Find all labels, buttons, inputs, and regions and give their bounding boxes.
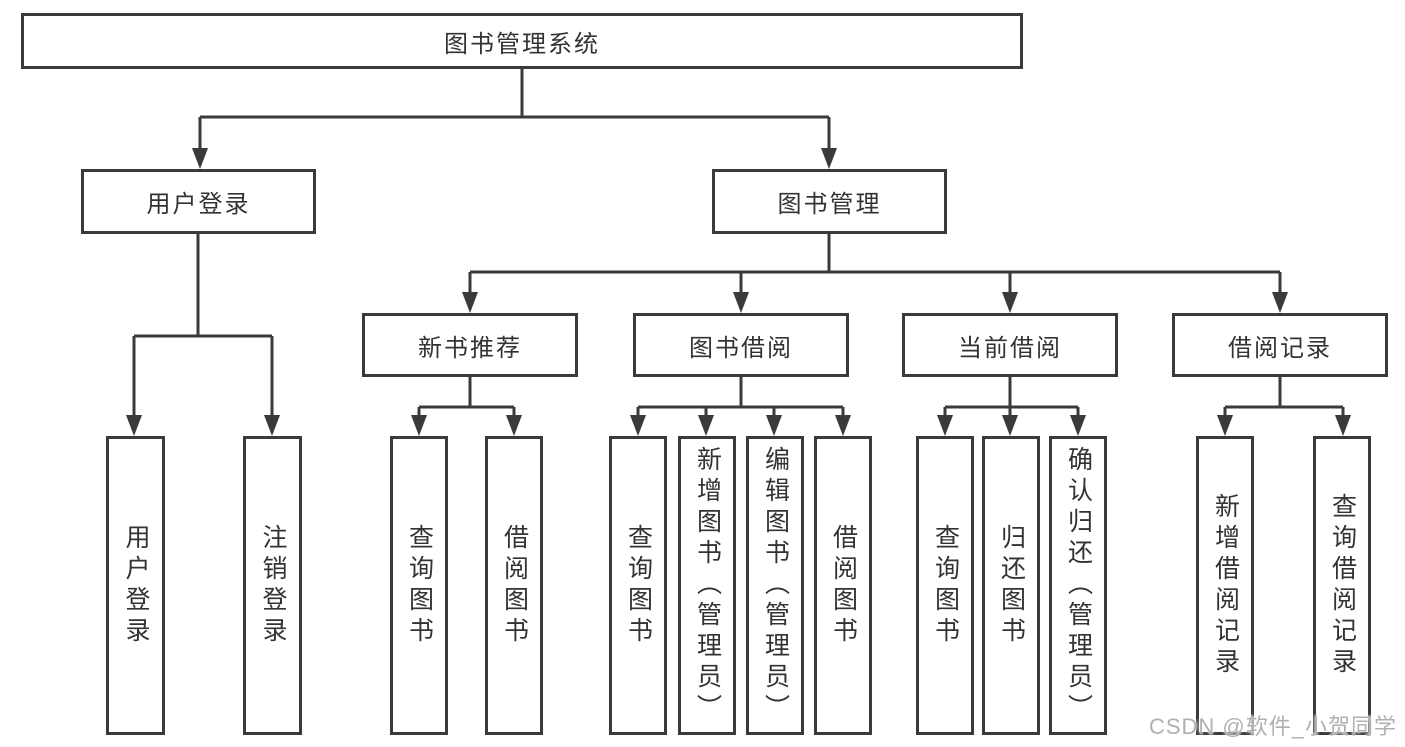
leaf-borrow-books-recommend: 借阅图书 [485, 436, 543, 735]
leaf-edit-books-admin: 编辑图书（管理员） [746, 436, 804, 735]
node-current-borrowing: 当前借阅 [902, 313, 1118, 377]
watermark: CSDN @软件_小贺同学 [1148, 714, 1397, 739]
leaf-query-borrow-record: 查询借阅记录 [1313, 436, 1371, 735]
leaf-user-login: 用户登录 [106, 436, 165, 735]
leaf-add-books-admin: 新增图书（管理员） [678, 436, 736, 735]
leaf-query-books-recommend: 查询图书 [390, 436, 448, 735]
node-user-login: 用户登录 [81, 169, 316, 234]
leaf-borrow-books-borrowing: 借阅图书 [814, 436, 872, 735]
leaf-confirm-return-admin: 确认归还（管理员） [1049, 436, 1107, 735]
leaf-query-books-current: 查询图书 [916, 436, 974, 735]
leaf-query-books-borrowing: 查询图书 [609, 436, 667, 735]
node-borrowing-records: 借阅记录 [1172, 313, 1388, 377]
node-library-management-system: 图书管理系统 [21, 13, 1023, 69]
node-book-borrowing: 图书借阅 [633, 313, 849, 377]
leaf-add-borrow-record: 新增借阅记录 [1196, 436, 1254, 735]
leaf-return-books: 归还图书 [982, 436, 1040, 735]
node-book-management: 图书管理 [712, 169, 947, 234]
leaf-logout: 注销登录 [243, 436, 302, 735]
node-new-book-recommendation: 新书推荐 [362, 313, 578, 377]
